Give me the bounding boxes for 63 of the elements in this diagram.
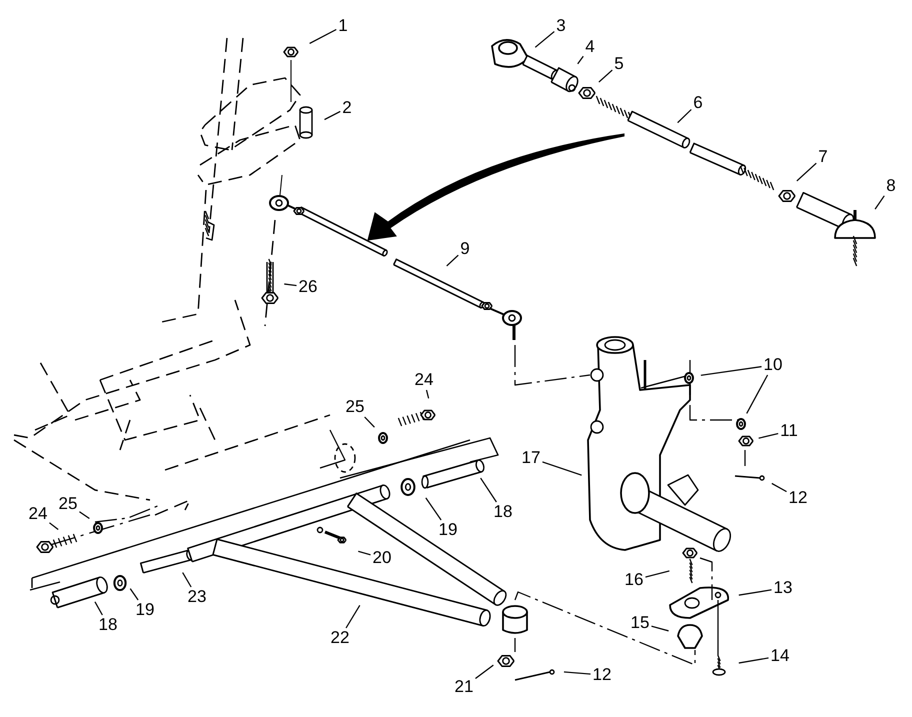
callout-number: 2 [341,99,353,117]
leader-line [446,254,459,266]
leader-line [324,110,341,120]
callout-number: 7 [817,148,829,166]
callout-number: 19 [438,521,458,539]
leader-line [475,664,494,679]
leader-line [677,109,692,124]
callout-number: 26 [298,278,318,296]
callout-number: 5 [613,55,625,73]
callout-number: 24 [414,371,434,389]
callout-number: 16 [624,571,644,589]
leader-line [94,602,103,616]
leader-line [130,588,139,600]
leader-line [358,550,371,556]
callout-number: 1 [337,17,349,35]
callout-number: 12 [788,489,808,507]
leader-line [738,657,769,664]
leader-line [480,478,497,502]
leader-line [346,604,360,628]
callout-number: 14 [770,647,790,665]
leader-line [758,433,778,439]
leader-line [874,195,885,210]
callout-number: 10 [762,356,784,374]
callout-number: 19 [134,601,156,619]
callout-number: 25 [344,398,366,416]
leader-line [738,589,772,596]
callout-number: 18 [98,616,118,634]
callout-number: 25 [58,495,78,513]
leader-line [651,626,669,632]
callout-number: 12 [592,666,612,684]
leader-line [425,498,442,520]
leader-line [542,461,582,476]
leader-line [284,283,297,286]
callout-number: 18 [492,503,514,521]
leader-line [645,570,670,578]
callout-number: 21 [454,678,474,696]
leader-line [796,162,817,182]
callout-number: 11 [779,422,799,440]
leader-line [49,522,59,530]
leader-line [772,482,787,492]
leader-line [534,31,555,48]
leader-line [577,56,584,64]
callout-number: 22 [330,629,350,647]
callout-number: 20 [372,549,392,567]
leader-line [564,671,591,675]
callout-number: 3 [555,17,567,35]
callout-number: 15 [630,614,650,632]
leader-line [598,70,613,82]
callout-number: 8 [885,177,897,195]
leader-line [364,416,375,428]
leader-line [309,28,337,44]
leader-line [700,366,762,376]
leader-line [79,511,90,519]
callout-number: 4 [584,38,596,56]
leader-line [746,374,768,414]
callout-number: 17 [520,449,542,467]
leader-line [182,572,192,588]
callout-number: 6 [692,94,704,112]
callout-number: 13 [772,579,794,597]
callout-number: 24 [28,505,48,523]
callout-number: 23 [186,588,208,606]
callout-number: 9 [459,240,471,258]
leader-line [426,390,430,399]
